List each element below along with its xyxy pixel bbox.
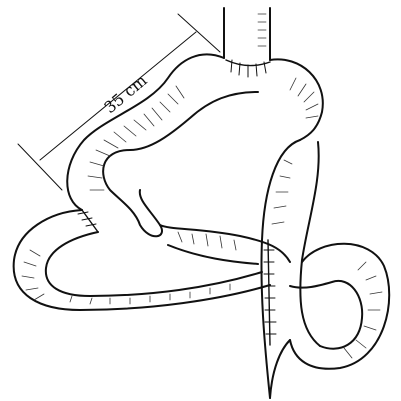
right-limb (261, 140, 320, 398)
measurement-indicator: 35 cm (18, 14, 220, 190)
upper-anastomosis-suture (226, 60, 270, 77)
junction (160, 225, 290, 264)
proximal-limb (224, 8, 270, 60)
upper-pouch (67, 54, 323, 236)
left-loop (14, 210, 270, 310)
right-loop (270, 244, 389, 398)
lower-suture-line (264, 240, 276, 345)
measurement-label: 35 cm (100, 71, 150, 117)
